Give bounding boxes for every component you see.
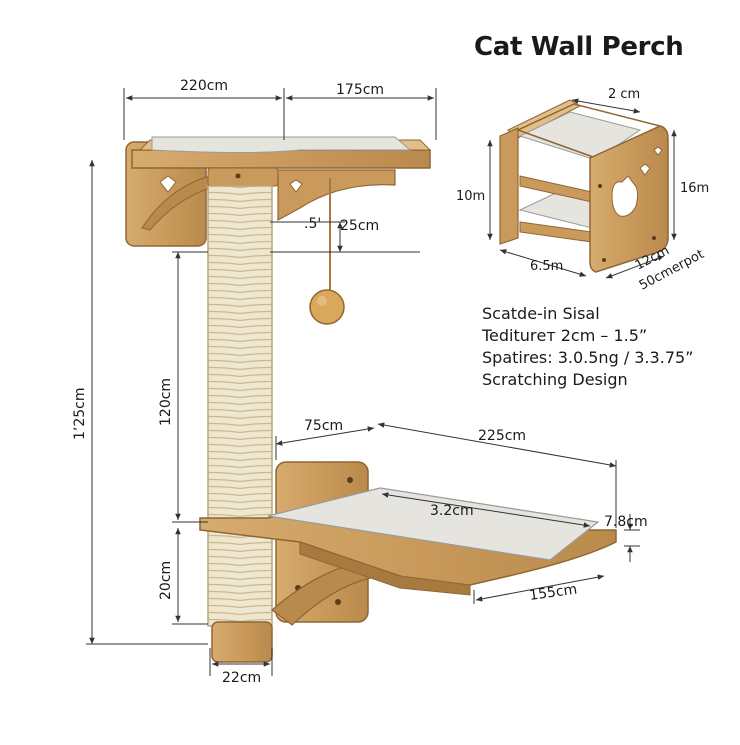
dimension-lines — [86, 88, 640, 676]
inset-dim-right: 16m — [680, 181, 709, 196]
dim-rope-drop: 25cm — [340, 218, 379, 234]
inset-dim-top: 2 cm — [608, 87, 640, 102]
dim-rope-length: .5' — [304, 216, 321, 232]
sisal-scratching-post — [207, 185, 273, 663]
dim-top-right-width: 175cm — [336, 82, 384, 98]
inset-dim-bottom-left: 6.5m — [530, 259, 563, 274]
dim-post-base: 22cm — [222, 670, 261, 686]
heart-cutout-icon — [159, 175, 177, 193]
dim-lower-height: 20cm — [158, 561, 174, 600]
dim-lower-depth: 155cm — [528, 581, 578, 604]
heart-cutout-icon — [289, 179, 303, 193]
feature-notes: Scatde-in Sisal Tediturет 2cm – 1.5” Spa… — [482, 303, 693, 391]
cat-head-cutout-icon — [611, 175, 639, 217]
post-base — [211, 621, 273, 663]
top-cushion — [151, 136, 412, 153]
dim-lower-length: 225cm — [478, 428, 526, 444]
heart-cutout-icon — [653, 146, 663, 156]
dim-post-height: 120cm — [158, 378, 174, 426]
dimension-labels: 220cm 175cm .5' 25cm 1’25cm 120cm 20cm 2… — [72, 78, 648, 686]
inset-dim-left: 10m — [456, 189, 485, 204]
dim-cushion-width: 3.2cm — [430, 503, 474, 519]
feature-note: Tediturет 2cm – 1.5” — [482, 326, 648, 345]
dim-top-left-width: 220cm — [180, 78, 228, 94]
feature-note: Spatires: 3.0.5ng / 3.3.75” — [482, 348, 694, 367]
top-shelf-bracket — [277, 169, 396, 222]
page-title: Cat Wall Perch — [474, 32, 684, 62]
dim-thickness: 7.8cm — [604, 514, 648, 530]
dim-total-height: 1’25cm — [72, 387, 88, 440]
top-shelf — [131, 136, 432, 222]
inset-dimension-lines — [487, 98, 677, 279]
feature-note: Scratching Design — [482, 370, 628, 389]
hanging-toy-ball — [309, 178, 345, 325]
inset-cat-bed — [499, 99, 669, 273]
dim-lower-offset: 75cm — [304, 418, 343, 434]
feature-note: Scatde-in Sisal — [482, 304, 600, 323]
heart-cutout-icon — [639, 163, 651, 176]
